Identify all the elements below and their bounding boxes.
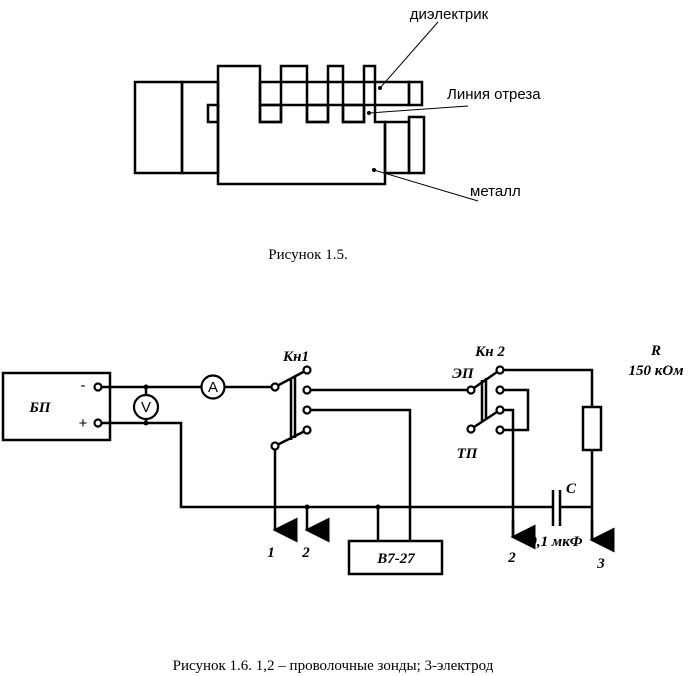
voltmeter xyxy=(132,393,160,421)
switch-kn1-label: Кн1 xyxy=(282,349,309,365)
figure-1-5: диэлектрик Линия отреза металл Рисунок 1… xyxy=(133,6,541,263)
meter-b7-27 xyxy=(347,539,444,576)
capacitor-value: 0,1 мкФ xyxy=(529,534,582,550)
tp-label: ТП xyxy=(457,446,479,462)
voltmeter-label: V xyxy=(141,399,151,416)
label-dielectric: диэлектрик xyxy=(410,6,489,23)
resistor-label: R xyxy=(650,343,661,359)
ammeter xyxy=(200,374,226,400)
plus-label: + xyxy=(79,415,88,432)
electrode-3-label: 3 xyxy=(596,556,605,572)
probe-1-label: 1 xyxy=(267,545,275,561)
left-block xyxy=(133,80,184,175)
probe-2-right-label: 2 xyxy=(507,550,516,566)
minus-label: - xyxy=(81,377,86,394)
capacitor-label: C xyxy=(566,481,577,497)
comb-body xyxy=(216,64,387,186)
switch-kn2-label: Кн 2 xyxy=(474,344,505,360)
right-hatched-metal xyxy=(383,120,411,175)
label-metal: металл xyxy=(470,183,521,200)
ammeter-label: A xyxy=(208,379,218,396)
capacitor xyxy=(551,490,562,526)
power-supply xyxy=(1,371,112,442)
label-cutline: Линия отреза xyxy=(447,86,541,103)
left-hatched-metal xyxy=(180,80,220,175)
ep-label: ЭП xyxy=(452,366,475,382)
psu-label: БП xyxy=(28,400,52,416)
resistor xyxy=(581,405,603,452)
resistor-value: 150 кОм xyxy=(629,363,684,379)
caption-1-6: Рисунок 1.6. 1,2 – проволочные зонды; 3-… xyxy=(173,658,494,674)
dielectric-band xyxy=(258,80,411,107)
probe-2-label: 2 xyxy=(301,545,310,561)
figure-1-6: БП - + A V В7-27 Кн1 Кн 2 ЭП ТП R 150 кО… xyxy=(1,343,684,674)
caption-1-5: Рисунок 1.5. xyxy=(268,247,347,263)
meter-label: В7-27 xyxy=(376,551,415,567)
